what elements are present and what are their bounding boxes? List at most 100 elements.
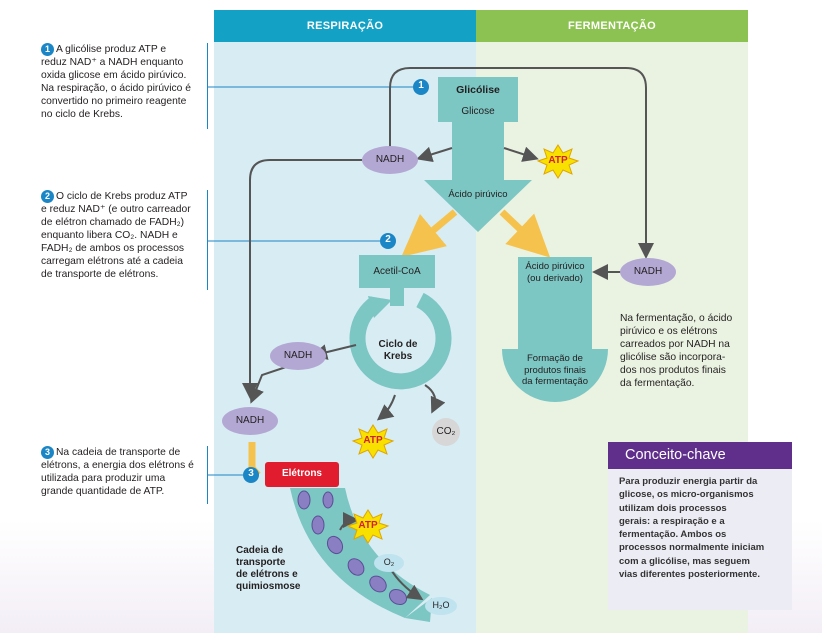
electrons-box bbox=[265, 462, 339, 487]
o2-label: O₂ bbox=[383, 557, 395, 567]
etc-atp-arrow bbox=[339, 512, 359, 531]
acetyl-coa-box bbox=[359, 255, 435, 288]
ferm-note-line: carreados por NADH na bbox=[620, 339, 730, 350]
step2-line: FADH₂ de ambos os processos bbox=[41, 243, 185, 254]
nadh-label: NADH bbox=[283, 350, 313, 361]
step2-badge bbox=[380, 233, 396, 249]
co2-circle bbox=[432, 418, 460, 446]
step1-badge bbox=[413, 79, 429, 95]
fermentation-note: Na fermentação, o ácido pirúvico e os el… bbox=[620, 312, 732, 390]
key-concept-line: processos normalmente iniciam bbox=[619, 542, 765, 554]
krebs-label-1: Ciclo de bbox=[378, 339, 418, 350]
krebs-ring bbox=[349, 292, 452, 390]
ferm-note-line: glicólise são incorpora- bbox=[620, 352, 726, 363]
ferm-note-line: dos nos produtos finais bbox=[620, 365, 726, 376]
etc-protein bbox=[369, 575, 387, 593]
etc-protein bbox=[388, 588, 408, 606]
to-ferm-arrow bbox=[499, 209, 551, 258]
chain-line: transporte bbox=[236, 557, 286, 568]
step2-line: e reduz NAD⁺ (e outro carreador bbox=[41, 204, 191, 215]
nadh-oval bbox=[362, 146, 418, 174]
o2-oval bbox=[374, 554, 404, 572]
nadh-label: NADH bbox=[375, 154, 405, 165]
step2-bar bbox=[207, 190, 208, 290]
nadh-label: NADH bbox=[235, 415, 265, 426]
nadh-label: NADH bbox=[633, 266, 663, 277]
nadh-oval bbox=[222, 407, 278, 435]
ferm-note-line: Na fermentação, o ácido bbox=[620, 313, 733, 324]
nadh-to-chain-arrow bbox=[249, 364, 293, 404]
h2o-oval bbox=[425, 597, 457, 615]
respiration-header: RESPIRAÇÃO bbox=[214, 10, 476, 42]
chain-label: Cadeia de transporte de elétrons e quimi… bbox=[236, 545, 326, 593]
step2-line: enquanto libera CO₂. NADH e bbox=[41, 230, 178, 241]
step3-line: utilizada para produzir uma bbox=[41, 473, 166, 484]
electrons-label: Elétrons bbox=[281, 468, 322, 479]
ferm-products-line: produtos finais bbox=[524, 364, 586, 376]
glycolysis-box bbox=[438, 77, 518, 122]
glyc-nadh-arrow bbox=[416, 146, 453, 163]
key-concept-line: com a glicólise, mas seguem bbox=[619, 555, 750, 567]
step1-line: oxida glicose em ácido pirúvico. bbox=[41, 70, 187, 81]
step3-line: elétrons, a energia dos elétrons é bbox=[41, 460, 194, 471]
step2-note-badge: 2 bbox=[41, 190, 54, 203]
step2-line: carregam elétrons até a cadeia bbox=[41, 256, 183, 267]
krebs-co2-arrow bbox=[424, 384, 446, 414]
step1-bar bbox=[207, 43, 208, 129]
glucose-label: Glicose bbox=[461, 106, 495, 117]
step1-line: A glicólise produz ATP e bbox=[56, 44, 167, 55]
step3-line: Na cadeia de transporte de bbox=[56, 447, 181, 458]
ferm-note-line: pirúvico e os elétrons bbox=[620, 326, 718, 337]
etc-protein bbox=[326, 535, 344, 555]
ferm-bowl bbox=[502, 349, 608, 402]
etc-protein bbox=[322, 491, 334, 509]
etc-protein bbox=[347, 558, 365, 576]
key-concept-line: fermentação. Ambos os bbox=[619, 529, 727, 541]
key-concept-line: gerais: a respiração e a bbox=[619, 515, 725, 527]
step1-line: no ciclo de Krebs. bbox=[41, 109, 123, 120]
step3-badge-num: 3 bbox=[248, 468, 254, 479]
step2-line: O ciclo de Krebs produz ATP bbox=[56, 191, 188, 202]
etc-protein bbox=[297, 490, 311, 510]
step3-bar bbox=[207, 446, 208, 504]
step3-note-badge: 3 bbox=[41, 446, 54, 459]
step3-line: grande quantidade de ATP. bbox=[41, 486, 165, 497]
co2-label: CO₂ bbox=[436, 426, 456, 437]
key-concept-line: Para produzir energia partir da bbox=[619, 476, 758, 487]
etc-band bbox=[290, 488, 430, 618]
krebs-arrowhead bbox=[368, 296, 392, 318]
krebs-label-2: Krebs bbox=[383, 351, 413, 362]
ferm-pyruvic-box bbox=[518, 257, 592, 289]
step1-note-badge: 1 bbox=[41, 43, 54, 56]
key-concept-line: glicose, os micro-organismos bbox=[619, 489, 754, 501]
key-concept-line: vias diferentes posteriormente. bbox=[619, 569, 760, 581]
atp-label: ATP bbox=[358, 520, 378, 531]
key-concept-line: utilizam dois processos bbox=[619, 502, 727, 514]
fermentation-header: FERMENTAÇÃO bbox=[476, 10, 748, 42]
chain-line: quimiosmose bbox=[236, 581, 301, 592]
atp-star bbox=[346, 509, 390, 544]
step2-badge-num: 2 bbox=[385, 234, 391, 245]
acetyl-coa-label: Acetil-CoA bbox=[373, 266, 421, 277]
atp-star bbox=[536, 144, 580, 179]
step3-badge bbox=[243, 467, 259, 483]
step2-line: de transporte de elétrons. bbox=[41, 269, 159, 280]
h2o-label: H₂O bbox=[432, 600, 450, 610]
to-acetyl-arrow bbox=[401, 209, 458, 257]
ferm-products-line: da fermentação bbox=[521, 376, 588, 387]
step2-line: de elétron chamado de FADH₂) bbox=[41, 217, 185, 228]
step1-line: Na respiração, o ácido pirúvico é bbox=[41, 83, 191, 94]
step1-line: reduz NAD⁺ a NADH enquanto bbox=[41, 57, 184, 68]
ferm-stem bbox=[518, 289, 592, 349]
chain-line: de elétrons e bbox=[236, 569, 298, 580]
atp-star bbox=[351, 424, 395, 459]
chain-line: Cadeia de bbox=[236, 545, 284, 556]
krebs-atp-arrow bbox=[376, 394, 396, 421]
key-concept-box: Conceito-chave Para produzir energia par… bbox=[608, 442, 792, 610]
key-concept-body: Para produzir energia partir da glicose,… bbox=[608, 469, 792, 581]
ferm-products-line: Formação de bbox=[527, 353, 583, 364]
step1-badge-num: 1 bbox=[418, 80, 424, 91]
